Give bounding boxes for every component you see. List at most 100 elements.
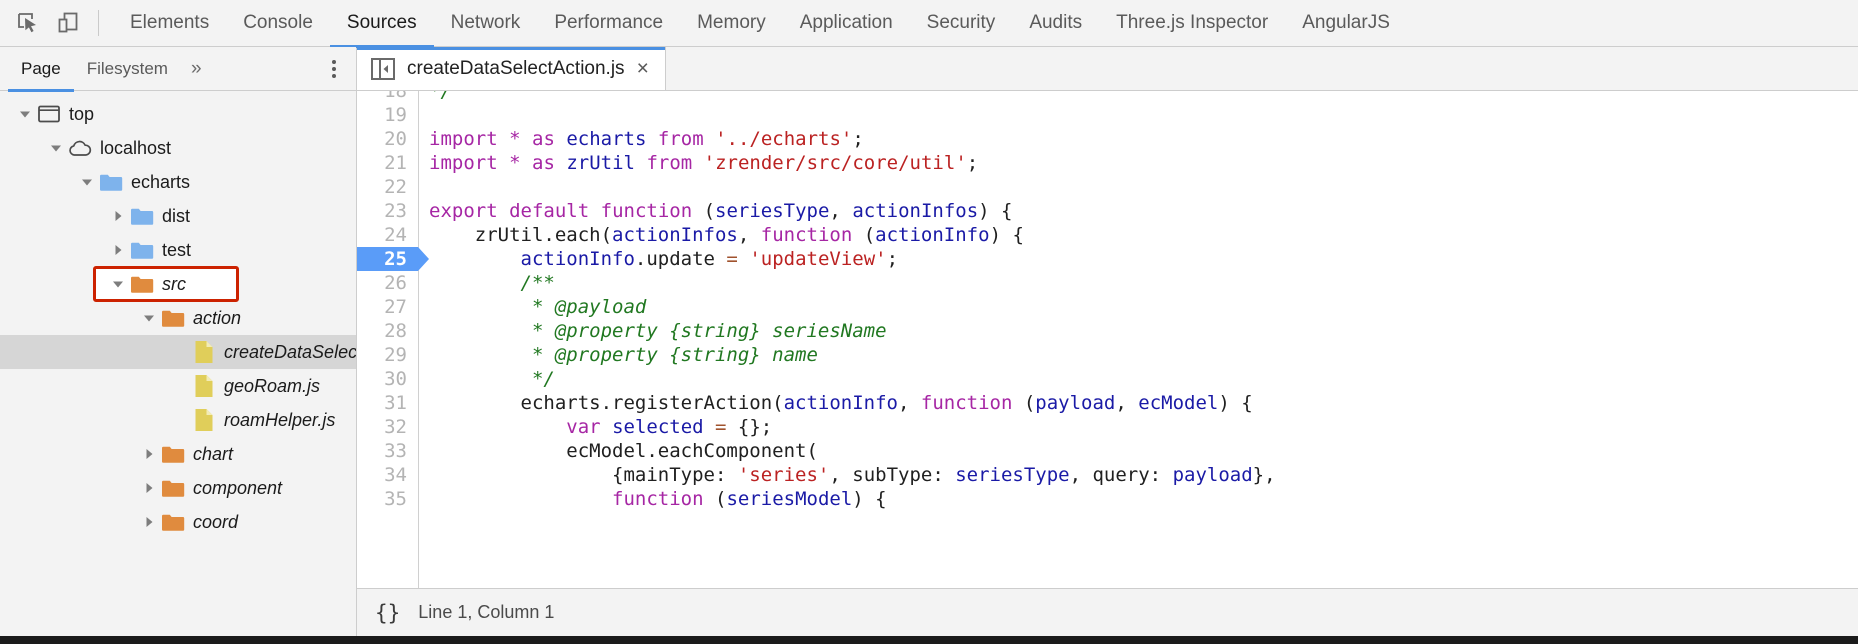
code-line[interactable]: zrUtil.each(actionInfos, function (actio… [419, 223, 1858, 247]
tree-item-georoam-js[interactable]: geoRoam.js [0, 369, 356, 403]
line-number[interactable]: 32 [384, 416, 407, 438]
line-number[interactable]: 25 [357, 247, 429, 271]
code-line[interactable]: import * as zrUtil from 'zrender/src/cor… [419, 151, 1858, 175]
code-line[interactable]: echarts.registerAction(actionInfo, funct… [419, 391, 1858, 415]
tree-item-createdataselectaction-js[interactable]: createDataSelectAction.js [0, 335, 356, 369]
chevron-down-icon[interactable] [138, 311, 160, 325]
line-number[interactable]: 28 [384, 320, 407, 342]
code-line[interactable]: import * as echarts from '../echarts'; [419, 127, 1858, 151]
line-number[interactable]: 19 [384, 104, 407, 126]
tab-security[interactable]: Security [910, 0, 1013, 47]
show-navigator-icon[interactable] [371, 57, 395, 80]
inspect-element-icon[interactable] [8, 5, 48, 41]
more-options-icon[interactable] [328, 56, 340, 82]
nav-tab-page[interactable]: Page [8, 47, 74, 92]
code-content[interactable]: */ import * as echarts from '../echarts'… [419, 91, 1858, 588]
tree-item-echarts[interactable]: echarts [0, 165, 356, 199]
line-number[interactable]: 31 [384, 392, 407, 414]
code-line[interactable] [419, 103, 1858, 127]
folder-mapped-icon [129, 275, 155, 294]
tab-angularjs[interactable]: AngularJS [1285, 0, 1407, 47]
tab-console[interactable]: Console [226, 0, 330, 47]
code-line[interactable]: export default function (seriesType, act… [419, 199, 1858, 223]
navigator-tabbar: Page Filesystem » [0, 47, 356, 92]
tab-sources[interactable]: Sources [329, 0, 434, 48]
code-token [738, 248, 749, 270]
tab-label: Audits [1029, 12, 1083, 33]
tree-item-test[interactable]: test [0, 233, 356, 267]
line-number[interactable]: 30 [384, 368, 407, 390]
line-number[interactable]: 20 [384, 128, 407, 150]
chevron-right-icon[interactable] [107, 243, 129, 257]
chevron-right-icon[interactable] [138, 447, 160, 461]
code-token: from [657, 128, 704, 150]
code-line[interactable]: actionInfo.update = 'updateView'; [419, 247, 1858, 271]
js-file-icon [191, 374, 217, 398]
code-token: as [532, 152, 555, 174]
line-number[interactable]: 27 [384, 296, 407, 318]
code-line[interactable] [419, 175, 1858, 199]
close-icon[interactable]: × [636, 57, 649, 80]
chevron-down-icon[interactable] [45, 141, 67, 155]
tree-item-src[interactable]: src [0, 266, 356, 302]
tab-performance[interactable]: Performance [537, 0, 680, 47]
chevron-down-icon[interactable] [107, 277, 129, 291]
tree-item-label: roamHelper.js [224, 409, 336, 430]
tab-application[interactable]: Application [783, 0, 910, 47]
code-line[interactable]: */ [419, 91, 1858, 103]
code-token [555, 128, 566, 150]
line-number[interactable]: 35 [384, 488, 407, 510]
chevron-down-icon[interactable] [76, 175, 98, 189]
line-number[interactable]: 24 [384, 224, 407, 246]
tree-item-roamhelper-js[interactable]: roamHelper.js [0, 403, 356, 437]
code-line[interactable]: * @property {string} name [419, 343, 1858, 367]
tree-item-label: component [193, 477, 283, 498]
line-number[interactable]: 34 [384, 464, 407, 486]
tab-audits[interactable]: Audits [1012, 0, 1099, 47]
line-number[interactable]: 29 [384, 344, 407, 366]
pretty-print-icon[interactable]: {} [375, 600, 401, 625]
code-line[interactable]: ecModel.eachComponent( [419, 439, 1858, 463]
tab-elements[interactable]: Elements [113, 0, 226, 47]
code-line[interactable]: * @payload [419, 295, 1858, 319]
line-number[interactable]: 23 [384, 200, 407, 222]
line-number[interactable]: 21 [384, 152, 407, 174]
tree-item-label: coord [193, 511, 239, 532]
code-line[interactable]: */ [419, 367, 1858, 391]
chevron-right-icon[interactable] [138, 481, 160, 495]
tab-threejs-inspector[interactable]: Three.js Inspector [1099, 0, 1285, 47]
tree-item-top[interactable]: top [0, 97, 356, 131]
chevron-down-icon[interactable] [14, 107, 36, 121]
more-tabs-icon[interactable]: » [190, 57, 202, 79]
tree-item-coord[interactable]: coord [0, 505, 356, 539]
code-line[interactable]: {mainType: 'series', subType: seriesType… [419, 463, 1858, 487]
code-line[interactable]: * @property {string} seriesName [419, 319, 1858, 343]
tree-item-dist[interactable]: dist [0, 199, 356, 233]
line-number[interactable]: 26 [384, 272, 407, 294]
code-token: {mainType: [429, 464, 738, 486]
chevron-right-icon[interactable] [138, 515, 160, 529]
nav-tab-filesystem[interactable]: Filesystem [74, 47, 181, 91]
code-token: selected [612, 416, 704, 438]
tree-item-component[interactable]: component [0, 471, 356, 505]
tree-item-chart[interactable]: chart [0, 437, 356, 471]
line-number[interactable]: 18 [384, 91, 407, 102]
line-number[interactable]: 33 [384, 440, 407, 462]
code-token: = [726, 248, 738, 270]
code-token: var [566, 416, 601, 438]
code-line[interactable]: var selected = {}; [419, 415, 1858, 439]
editor-tab-createdataselectaction[interactable]: createDataSelectAction.js × [357, 47, 666, 90]
code-token: , [898, 392, 921, 414]
tree-item-localhost[interactable]: localhost [0, 131, 356, 165]
tab-network[interactable]: Network [434, 0, 538, 47]
chevron-right-icon[interactable] [107, 209, 129, 223]
line-number[interactable]: 22 [384, 176, 407, 198]
code-line[interactable]: function (seriesModel) { [419, 487, 1858, 511]
device-toolbar-icon[interactable] [48, 5, 88, 41]
tab-memory[interactable]: Memory [680, 0, 783, 47]
code-line[interactable]: /** [419, 271, 1858, 295]
tree-item-action[interactable]: action [0, 301, 356, 335]
